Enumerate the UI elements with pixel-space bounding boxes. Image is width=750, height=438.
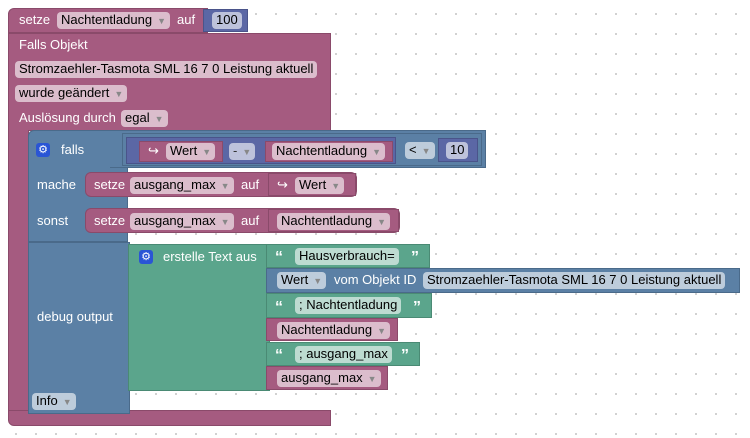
object-id-field[interactable]: Stromzaehler-Tasmota SML 16 7 0 Leistung… [423, 272, 726, 289]
variable-dropdown[interactable]: ausgang_max▼ [130, 177, 234, 194]
chevron-down-icon: ▼ [114, 89, 124, 99]
value-var-dropdown[interactable]: Wert▼ [166, 143, 216, 160]
variable-dropdown[interactable]: Nachtentladung▼ [277, 322, 390, 339]
chevron-down-icon: ▼ [331, 181, 341, 191]
condition-dropdown[interactable]: wurde geändert▼ [15, 85, 128, 102]
trigger-title: Falls Objekt [19, 37, 88, 52]
to-label: auf [241, 213, 260, 228]
arrow-icon: ↪ [277, 177, 288, 192]
close-quote-icon: ” [401, 347, 409, 364]
chevron-down-icon: ▼ [367, 374, 377, 384]
chevron-down-icon: ▼ [154, 114, 164, 124]
text-field[interactable]: ; Nachtentladung [295, 297, 402, 314]
level-dropdown[interactable]: Info▼ [32, 393, 76, 410]
arrow-icon: ↪ [148, 143, 159, 158]
value-var-block[interactable]: ↪ Wert▼ [139, 141, 223, 162]
chevron-down-icon: ▼ [377, 217, 386, 227]
debug-block[interactable]: debug output Info▼ [28, 242, 130, 414]
variable-dropdown[interactable]: Nachtentladung▼ [272, 143, 385, 160]
trigger-spine [8, 130, 29, 415]
object-id-field[interactable]: Stromzaehler-Tasmota SML 16 7 0 Leistung… [15, 61, 318, 78]
if-label: falls [61, 142, 85, 157]
number-block[interactable]: 10 [438, 138, 478, 162]
property-dropdown[interactable]: Wert▼ [277, 272, 327, 289]
number-field[interactable]: 100 [212, 12, 242, 29]
else-set-block[interactable]: setze ausgang_max▼ auf Nachtentladung▼ [85, 208, 400, 233]
variable-block[interactable]: Nachtentladung▼ [268, 209, 399, 232]
set-variable-block[interactable]: setze Nachtentladung▼ auf [8, 8, 208, 33]
open-quote-icon: “ [275, 299, 283, 316]
trigger-block[interactable]: Falls Objekt Stromzaehler-Tasmota SML 16… [8, 33, 331, 131]
variable-dropdown[interactable]: ausgang_max▼ [130, 213, 234, 230]
value-var-dropdown[interactable]: Wert▼ [295, 177, 345, 194]
do-label: mache [37, 177, 77, 192]
debug-label: debug output [37, 309, 113, 324]
text-block[interactable]: “ ; ausgang_max ” [266, 342, 420, 366]
open-quote-icon: “ [275, 249, 283, 266]
text-block[interactable]: “ ; Nachtentladung ” [266, 293, 432, 318]
do-set-block[interactable]: setze ausgang_max▼ auf ↪ Wert▼ [85, 172, 357, 197]
variable-dropdown[interactable]: Nachtentladung▼ [57, 12, 170, 29]
trigger-bottom [8, 410, 331, 426]
value-var-block[interactable]: ↪ Wert▼ [268, 173, 356, 196]
text-block[interactable]: “ Hausverbrauch= ” [266, 244, 430, 268]
chevron-down-icon: ▼ [62, 397, 72, 407]
chevron-down-icon: ▼ [220, 217, 230, 227]
gear-icon[interactable]: ⚙ [36, 143, 50, 157]
to-label: auf [177, 12, 196, 27]
operator-dropdown[interactable]: -▼ [229, 143, 256, 160]
compare-operator-dropdown[interactable]: <▼ [405, 142, 435, 159]
chevron-down-icon: ▼ [202, 147, 212, 157]
get-object-value-block[interactable]: Wert▼ vom Objekt ID Stromzaehler-Tasmota… [266, 268, 740, 293]
chevron-down-icon: ▼ [372, 147, 381, 157]
chevron-down-icon: ▼ [421, 146, 431, 156]
variable-dropdown[interactable]: Nachtentladung▼ [277, 213, 390, 230]
join-label: erstelle Text aus [163, 249, 257, 264]
close-quote-icon: ” [411, 249, 419, 266]
from-object-label: vom Objekt ID [334, 272, 417, 287]
open-quote-icon: “ [275, 347, 283, 364]
variable-block[interactable]: Nachtentladung▼ [265, 141, 393, 162]
chevron-down-icon: ▼ [377, 326, 386, 336]
trigger-label: Auslösung durch [19, 110, 116, 125]
set-label: setze [94, 177, 126, 192]
to-label: auf [241, 177, 260, 192]
chevron-down-icon: ▼ [242, 147, 252, 157]
chevron-down-icon: ▼ [220, 181, 230, 191]
chevron-down-icon: ▼ [157, 16, 166, 26]
close-quote-icon: ” [413, 299, 421, 316]
math-block[interactable]: ↪ Wert▼ -▼ Nachtentladung▼ [126, 137, 396, 164]
gear-icon[interactable]: ⚙ [139, 250, 153, 264]
text-field[interactable]: Hausverbrauch= [295, 248, 399, 265]
variable-dropdown[interactable]: ausgang_max▼ [277, 370, 381, 387]
variable-block[interactable]: ausgang_max▼ [266, 366, 388, 390]
number-field[interactable]: 10 [446, 142, 469, 159]
trigger-dropdown[interactable]: egal▼ [121, 110, 168, 127]
variable-block[interactable]: Nachtentladung▼ [266, 318, 398, 341]
text-field[interactable]: ; ausgang_max [295, 346, 392, 363]
text-join-block[interactable]: ⚙ erstelle Text aus [128, 244, 270, 391]
else-label: sonst [37, 213, 69, 228]
set-label: setze [94, 213, 126, 228]
set-label: setze [19, 12, 51, 27]
chevron-down-icon: ▼ [313, 276, 323, 286]
number-block[interactable]: 100 [203, 9, 248, 32]
compare-block[interactable]: ↪ Wert▼ -▼ Nachtentladung▼ <▼ 10 [122, 133, 482, 166]
